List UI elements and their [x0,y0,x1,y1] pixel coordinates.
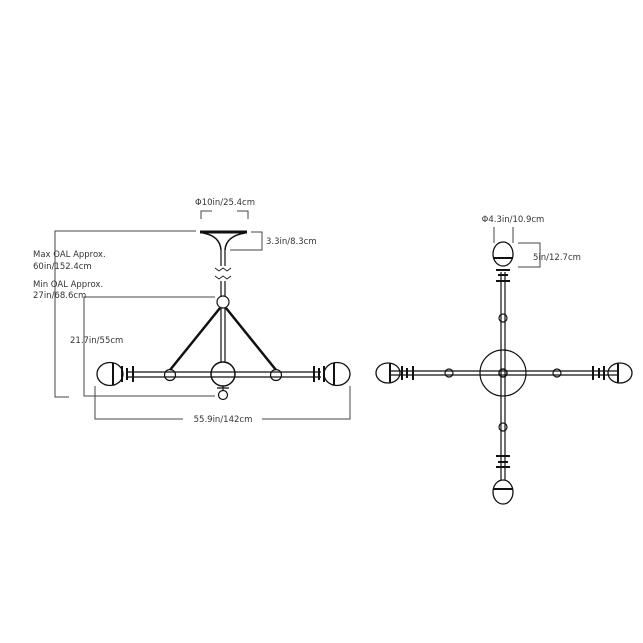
cross-arms [390,272,618,480]
overall-width-dimension-line [94,386,351,420]
support-arms [169,307,277,371]
min-oal-value: 27in/68.6cm [33,291,86,301]
bottom-finial [217,389,229,401]
socket-details [401,269,605,468]
canopy-diameter-label: Φ10in/25.4cm [195,198,255,208]
socket-details [121,366,325,382]
shade-left [96,361,124,387]
joint-east [552,368,562,378]
shade-diameter-lines [493,227,514,243]
min-oal-label: Min OAL Approx. [33,280,103,290]
min-oal-dimension-line [83,296,215,397]
joint-west [444,368,454,378]
top-joint [216,295,230,309]
downrod [220,250,226,296]
top-view: Φ4.3in/10.9cm 5in/12.7cm [375,215,633,505]
overall-width-label: 55.9in/142cm [194,415,253,425]
shade-diameter-label: Φ4.3in/10.9cm [482,215,545,225]
canopy-body [202,232,246,251]
bottom-finial-bar [217,386,229,390]
side-view: Φ10in/25.4cm 3.3in/8.3cm Max OAL Approx.… [33,198,351,425]
shade-top [492,241,514,267]
joint-top [498,313,508,323]
joint-left [163,368,177,382]
shade-west [375,362,401,384]
max-oal-value: 60in/152.4cm [33,262,92,272]
shade-east [607,362,633,384]
center-stem [220,308,226,362]
canopy-height-bracket [230,231,263,251]
shade-height-label: 5in/12.7cm [533,253,581,263]
shade-right [323,361,351,387]
center-sphere [210,361,236,387]
canopy-height-label: 3.3in/8.3cm [266,237,317,247]
joint-bottom [498,422,508,432]
canopy-diameter-bracket [200,210,249,219]
shade-bottom [492,479,514,505]
max-oal-label: Max OAL Approx. [33,250,106,260]
joint-right [269,368,283,382]
max-oal-dimension-line [54,230,196,398]
break-symbol-icon [214,267,232,280]
shade-height-bracket [518,242,541,268]
center-hub [498,368,508,378]
body-height-label: 21.7in/55cm [70,336,123,346]
horizontal-arm [126,371,321,378]
canopy-outline [479,349,527,397]
